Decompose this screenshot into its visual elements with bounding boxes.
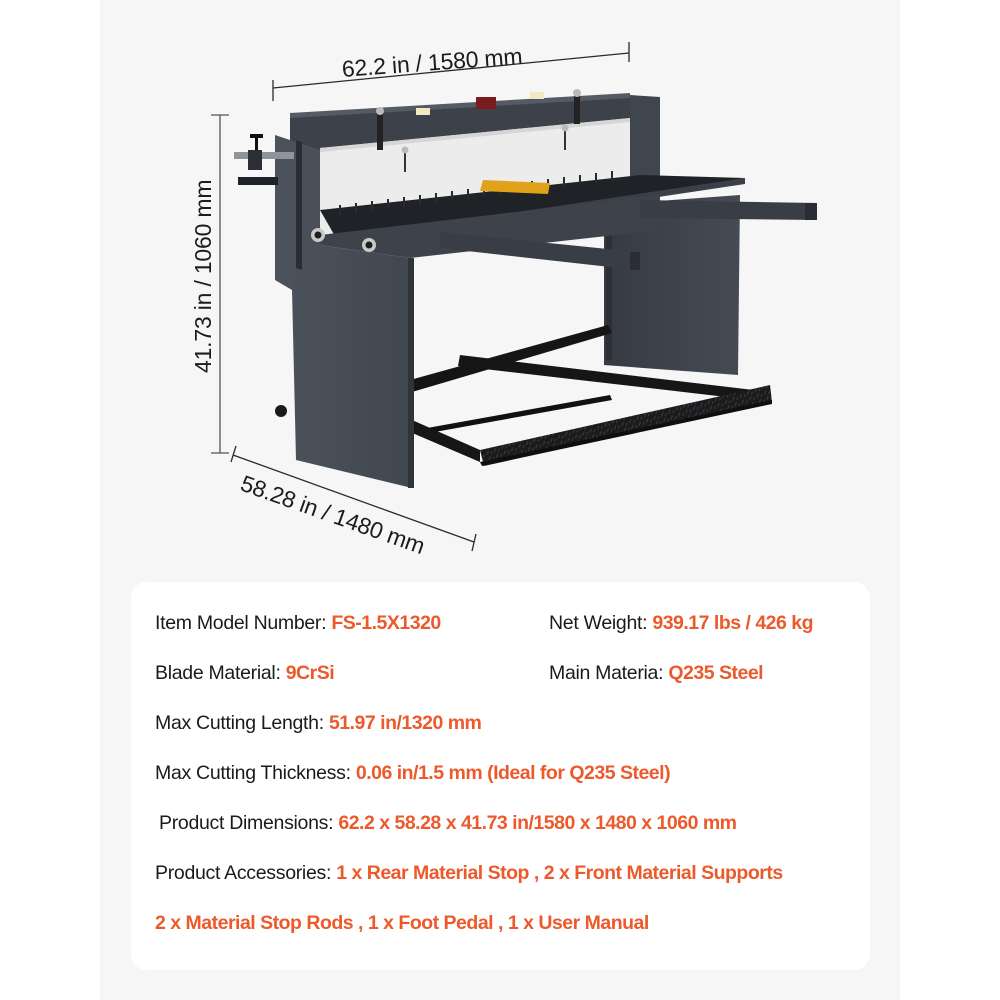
sheet-metal-shear-illustration (211, 42, 817, 552)
spec-value: FS-1.5X1320 (331, 612, 441, 634)
spec-value: 51.97 in/1320 mm (328, 712, 482, 734)
spec-product-accessories-continued: 2 x Material Stop Rods , 1 x Foot Pedal … (155, 912, 649, 935)
spec-label: Product Accessories: (155, 862, 332, 884)
spec-label: Net Weight: (549, 612, 648, 634)
spec-product-accessories: Product Accessories: 1 x Rear Material S… (155, 862, 783, 885)
spec-value: 2 x Material Stop Rods , 1 x Foot Pedal … (155, 912, 649, 934)
spec-label: Item Model Number: (155, 612, 327, 634)
spec-value: 1 x Rear Material Stop , 2 x Front Mater… (336, 862, 783, 884)
spec-main-material: Main Materia: Q235 Steel (549, 662, 764, 685)
spec-value: Q235 Steel (668, 662, 764, 684)
depth-dimension-line (230, 445, 477, 552)
spec-label: Max Cutting Thickness: (155, 762, 351, 784)
spec-label: Main Materia: (549, 662, 664, 684)
spec-max-cutting-length: Max Cutting Length: 51.97 in/1320 mm (155, 712, 482, 735)
height-dimension-label: 41.73 in / 1060 mm (190, 179, 216, 373)
spec-label: Product Dimensions: (159, 812, 334, 834)
spec-value: 939.17 lbs / 426 kg (652, 612, 814, 634)
height-dimension-line (211, 114, 229, 454)
spec-label: Blade Material: (155, 662, 281, 684)
specifications-card: Item Model Number: FS-1.5X1320 Net Weigh… (131, 582, 870, 970)
spec-net-weight: Net Weight: 939.17 lbs / 426 kg (549, 612, 814, 635)
width-dimension-line (272, 42, 630, 101)
spec-blade-material: Blade Material: 9CrSi (155, 662, 335, 685)
foot-pedal-frame (410, 325, 772, 466)
spec-model-number: Item Model Number: FS-1.5X1320 (155, 612, 441, 635)
spec-value: 0.06 in/1.5 mm (Ideal for Q235 Steel) (355, 762, 671, 784)
spec-product-dimensions: Product Dimensions: 62.2 x 58.28 x 41.73… (159, 812, 737, 835)
spec-value: 9CrSi (285, 662, 335, 684)
spec-max-cutting-thickness: Max Cutting Thickness: 0.06 in/1.5 mm (I… (155, 762, 671, 785)
spec-value: 62.2 x 58.28 x 41.73 in/1580 x 1480 x 10… (338, 812, 737, 834)
spec-label: Max Cutting Length: (155, 712, 324, 734)
